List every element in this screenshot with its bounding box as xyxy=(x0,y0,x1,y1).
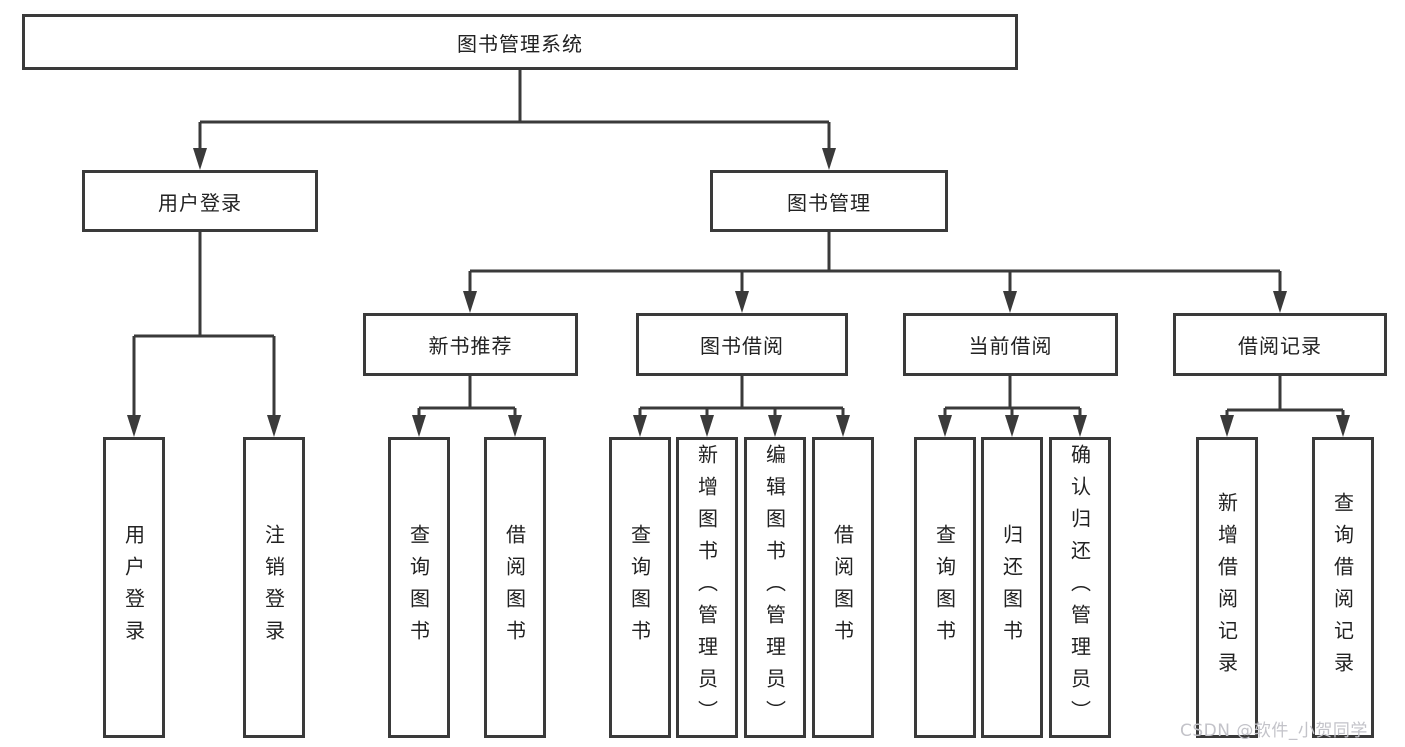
connector-book-borrow-to-leaves xyxy=(638,376,845,420)
node-label: 借阅记录 xyxy=(1238,334,1322,358)
leaf-label: 归还图书 xyxy=(999,523,1024,652)
node-label: 当前借阅 xyxy=(968,334,1053,358)
arrow-down-icon xyxy=(1220,415,1234,437)
arrow-down-icon xyxy=(267,415,281,437)
arrow-down-icon xyxy=(836,415,850,437)
arrow-down-icon xyxy=(193,148,207,170)
node-book-management: 图书管理 xyxy=(710,170,948,232)
arrow-down-icon xyxy=(1003,291,1017,313)
arrow-down-icon xyxy=(412,415,426,437)
connector-current-borrow-to-leaves xyxy=(943,376,1082,420)
arrow-down-icon xyxy=(700,415,714,437)
leaf-label: 编辑图书（管理员） xyxy=(762,443,787,732)
arrow-down-icon xyxy=(768,415,782,437)
connector-book-mgmt-to-level3 xyxy=(468,232,1282,295)
leaf-return-books: 归还图书 xyxy=(981,437,1043,738)
arrow-down-icon xyxy=(508,415,522,437)
arrow-down-icon xyxy=(633,415,647,437)
arrow-down-icon xyxy=(822,148,836,170)
leaf-label: 查询图书 xyxy=(627,523,652,652)
leaf-label: 用户登录 xyxy=(121,523,146,652)
csdn-watermark: CSDN @软件_小贺同学 xyxy=(1180,721,1368,741)
connector-new-book-to-leaves xyxy=(417,376,517,420)
leaf-label: 查询图书 xyxy=(406,523,431,652)
leaf-label: 借阅图书 xyxy=(830,523,855,652)
leaf-query-borrow-record: 查询借阅记录 xyxy=(1312,437,1374,738)
leaf-label: 新增图书（管理员） xyxy=(694,443,719,732)
node-user-login: 用户登录 xyxy=(82,170,318,232)
node-label: 图书借阅 xyxy=(700,334,784,358)
leaf-confirm-return-admin: 确认归还（管理员） xyxy=(1049,437,1111,738)
node-book-borrow: 图书借阅 xyxy=(636,313,848,376)
node-label: 新书推荐 xyxy=(428,334,513,358)
connector-user-login-to-leaves xyxy=(132,232,276,420)
leaf-label: 查询借阅记录 xyxy=(1330,491,1355,684)
node-new-book-recommend: 新书推荐 xyxy=(363,313,578,376)
node-root-system: 图书管理系统 xyxy=(22,14,1018,70)
node-label: 用户登录 xyxy=(158,190,242,215)
leaf-user-login: 用户登录 xyxy=(103,437,165,738)
connector-borrow-record-to-leaves xyxy=(1225,376,1345,420)
leaf-label: 查询图书 xyxy=(932,523,957,652)
leaf-borrow-books: 借阅图书 xyxy=(484,437,546,738)
arrow-down-icon xyxy=(1336,415,1350,437)
arrow-down-icon xyxy=(127,415,141,437)
arrow-down-icon xyxy=(735,291,749,313)
leaf-borrow-books: 借阅图书 xyxy=(812,437,874,738)
leaf-label: 注销登录 xyxy=(261,523,286,652)
leaf-add-borrow-record: 新增借阅记录 xyxy=(1196,437,1258,738)
leaf-query-books: 查询图书 xyxy=(914,437,976,738)
arrow-down-icon xyxy=(1005,415,1019,437)
node-label: 图书管理系统 xyxy=(457,31,583,56)
node-current-borrow: 当前借阅 xyxy=(903,313,1118,376)
leaf-label: 新增借阅记录 xyxy=(1214,491,1239,684)
arrow-down-icon xyxy=(1073,415,1087,437)
connector-root-to-level2 xyxy=(198,70,831,152)
node-borrow-record: 借阅记录 xyxy=(1173,313,1387,376)
leaf-label: 借阅图书 xyxy=(502,523,527,652)
leaf-query-books: 查询图书 xyxy=(388,437,450,738)
arrow-down-icon xyxy=(938,415,952,437)
arrow-down-icon xyxy=(463,291,477,313)
leaf-query-books: 查询图书 xyxy=(609,437,671,738)
leaf-edit-books-admin: 编辑图书（管理员） xyxy=(744,437,806,738)
node-label: 图书管理 xyxy=(787,190,871,215)
leaf-label: 确认归还（管理员） xyxy=(1067,443,1092,732)
leaf-logout: 注销登录 xyxy=(243,437,305,738)
leaf-add-books-admin: 新增图书（管理员） xyxy=(676,437,738,738)
arrow-down-icon xyxy=(1273,291,1287,313)
